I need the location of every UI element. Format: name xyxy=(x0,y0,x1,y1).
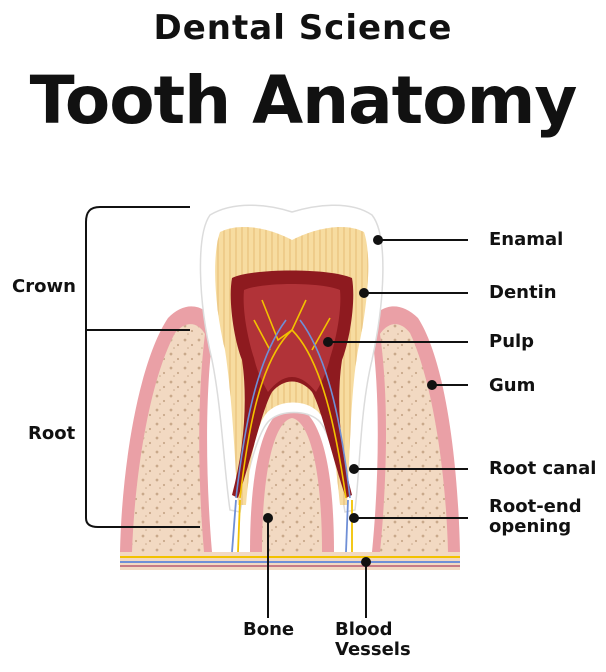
label-root-canal: Root canal xyxy=(489,459,596,479)
label-pulp: Pulp xyxy=(489,332,534,352)
label-blood-line1: Blood xyxy=(335,620,393,640)
label-root-end-line2: opening xyxy=(489,517,571,537)
label-root: Root xyxy=(28,424,75,444)
label-bone: Bone xyxy=(243,620,294,640)
label-gum: Gum xyxy=(489,376,535,396)
label-dentin: Dentin xyxy=(489,283,557,303)
label-blood-line2: Vessels xyxy=(335,640,411,660)
bone-base xyxy=(120,552,460,570)
label-enamal: Enamal xyxy=(489,230,563,250)
label-root-end-line1: Root-end xyxy=(489,497,582,517)
label-crown: Crown xyxy=(12,277,76,297)
